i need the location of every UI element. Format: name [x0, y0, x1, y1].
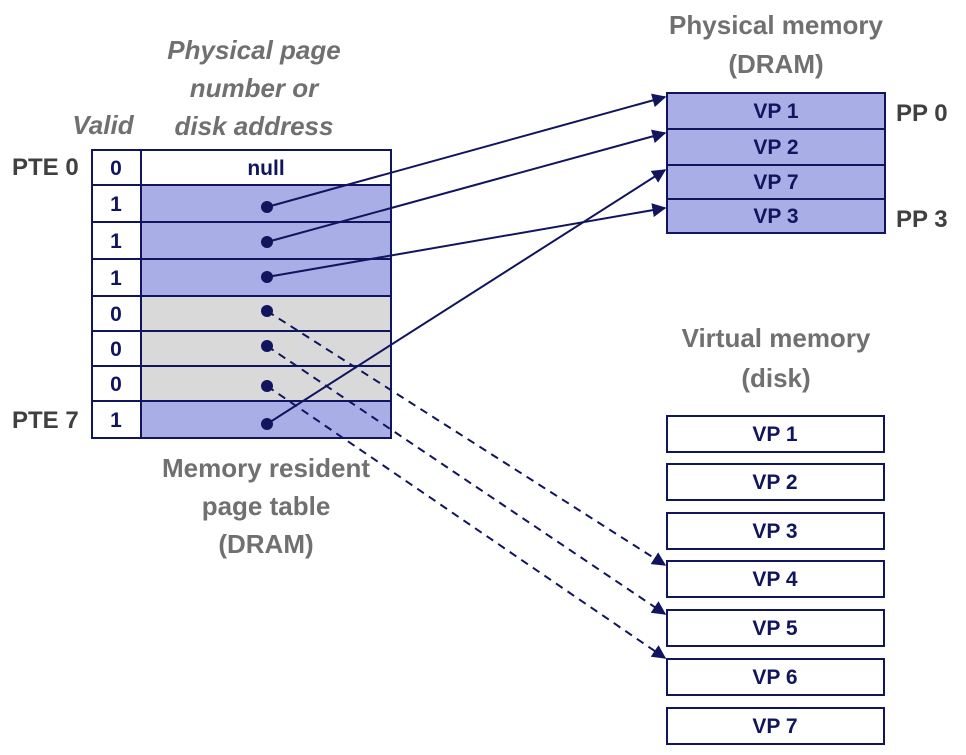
- physical-page-label: VP 1: [753, 100, 798, 123]
- virtual-page-3: [666, 512, 885, 550]
- pointer-dot: [261, 201, 273, 213]
- arrow-pte5-to-vp5: [266, 345, 667, 615]
- ppn-header-line-1: Physical page: [167, 35, 340, 65]
- pointer-dots: [261, 201, 273, 430]
- disk-mappings: [266, 310, 667, 659]
- physical-memory: VP 1 VP 2 VP 7 VP 3: [666, 92, 886, 234]
- virtual-page-5: [666, 609, 885, 647]
- physical-page-label: VP 7: [753, 171, 798, 194]
- pointer-dot: [261, 236, 273, 248]
- valid-bit: 1: [110, 230, 122, 253]
- virtual-page-label: VP 5: [752, 617, 797, 640]
- virtual-memory-title-line-2: (disk): [741, 363, 810, 393]
- pp0-label: PP 0: [896, 100, 948, 127]
- pointer-dot: [261, 380, 273, 392]
- physical-page-label: VP 3: [753, 205, 798, 228]
- physical-page-3: [666, 198, 886, 234]
- arrow-pte7-to-pp2: [266, 169, 667, 425]
- virtual-page-label: VP 3: [752, 520, 797, 543]
- page-table-caption-line-3: (DRAM): [218, 529, 313, 559]
- physical-page-2: [666, 164, 886, 200]
- virtual-page-label: VP 4: [752, 568, 797, 591]
- virtual-page-label: VP 7: [752, 715, 797, 738]
- pte-row-5: 0: [91, 330, 392, 367]
- pte-row-7: 1: [91, 400, 392, 439]
- physical-memory-title-line-2: (DRAM): [728, 49, 823, 79]
- virtual-page-7: [666, 707, 885, 745]
- page-table-caption-line-2: page table: [202, 491, 331, 521]
- page-table-caption-line-1: Memory resident: [162, 453, 370, 483]
- physical-page-0: [666, 92, 886, 130]
- valid-header: Valid: [72, 110, 134, 140]
- virtual-page-label: VP 1: [752, 423, 797, 446]
- pointer-dot: [261, 418, 273, 430]
- valid-bit: 1: [110, 409, 122, 432]
- resident-mappings: [266, 93, 667, 425]
- pointer-dot: [261, 340, 273, 352]
- virtual-page-label: VP 2: [752, 471, 797, 494]
- pointer-dot: [261, 305, 273, 317]
- pte-row-0: 0 null: [91, 149, 392, 186]
- physical-memory-title-line-1: Physical memory: [669, 10, 883, 40]
- arrow-pte2-to-pp1: [266, 129, 667, 243]
- arrow-pte6-to-vp6: [266, 385, 667, 659]
- virtual-memory: VP 1 VP 2 VP 3 VP 4 VP 5 VP 6 VP 7: [666, 415, 885, 745]
- null-entry: null: [247, 157, 284, 180]
- arrow-pte3-to-pp3: [266, 203, 667, 278]
- pte-row-3: 1: [91, 258, 392, 297]
- valid-bit: 0: [110, 303, 122, 326]
- pte-row-6: 0: [91, 365, 392, 402]
- ppn-header-line-3: disk address: [175, 111, 334, 141]
- valid-bit: 0: [110, 338, 122, 361]
- virtual-memory-title-line-1: Virtual memory: [682, 323, 871, 353]
- virtual-page-1: [666, 415, 885, 453]
- pte-row-2: 1: [91, 221, 392, 260]
- pp3-label: PP 3: [896, 206, 948, 233]
- pointer-dot: [261, 271, 273, 283]
- virtual-page-2: [666, 463, 885, 501]
- valid-bit: 0: [110, 157, 122, 180]
- page-table: 0 null 1 1 1 0 0: [91, 149, 392, 439]
- valid-bit: 0: [110, 373, 122, 396]
- virtual-page-label: VP 6: [752, 666, 797, 689]
- pte-row-1: 1: [91, 184, 392, 223]
- virtual-page-4: [666, 560, 885, 598]
- arrow-pte4-to-vp4: [266, 310, 667, 566]
- pte-0-label: PTE 0: [12, 154, 79, 181]
- physical-page-1: [666, 128, 886, 166]
- valid-bit: 1: [110, 193, 122, 216]
- valid-bit: 1: [110, 267, 122, 290]
- arrow-pte1-to-pp0: [266, 93, 667, 208]
- physical-page-label: VP 2: [753, 136, 798, 159]
- pte-7-label: PTE 7: [12, 407, 79, 434]
- virtual-page-6: [666, 658, 885, 696]
- ppn-header-line-2: number or: [190, 73, 320, 103]
- pte-row-4: 0: [91, 295, 392, 332]
